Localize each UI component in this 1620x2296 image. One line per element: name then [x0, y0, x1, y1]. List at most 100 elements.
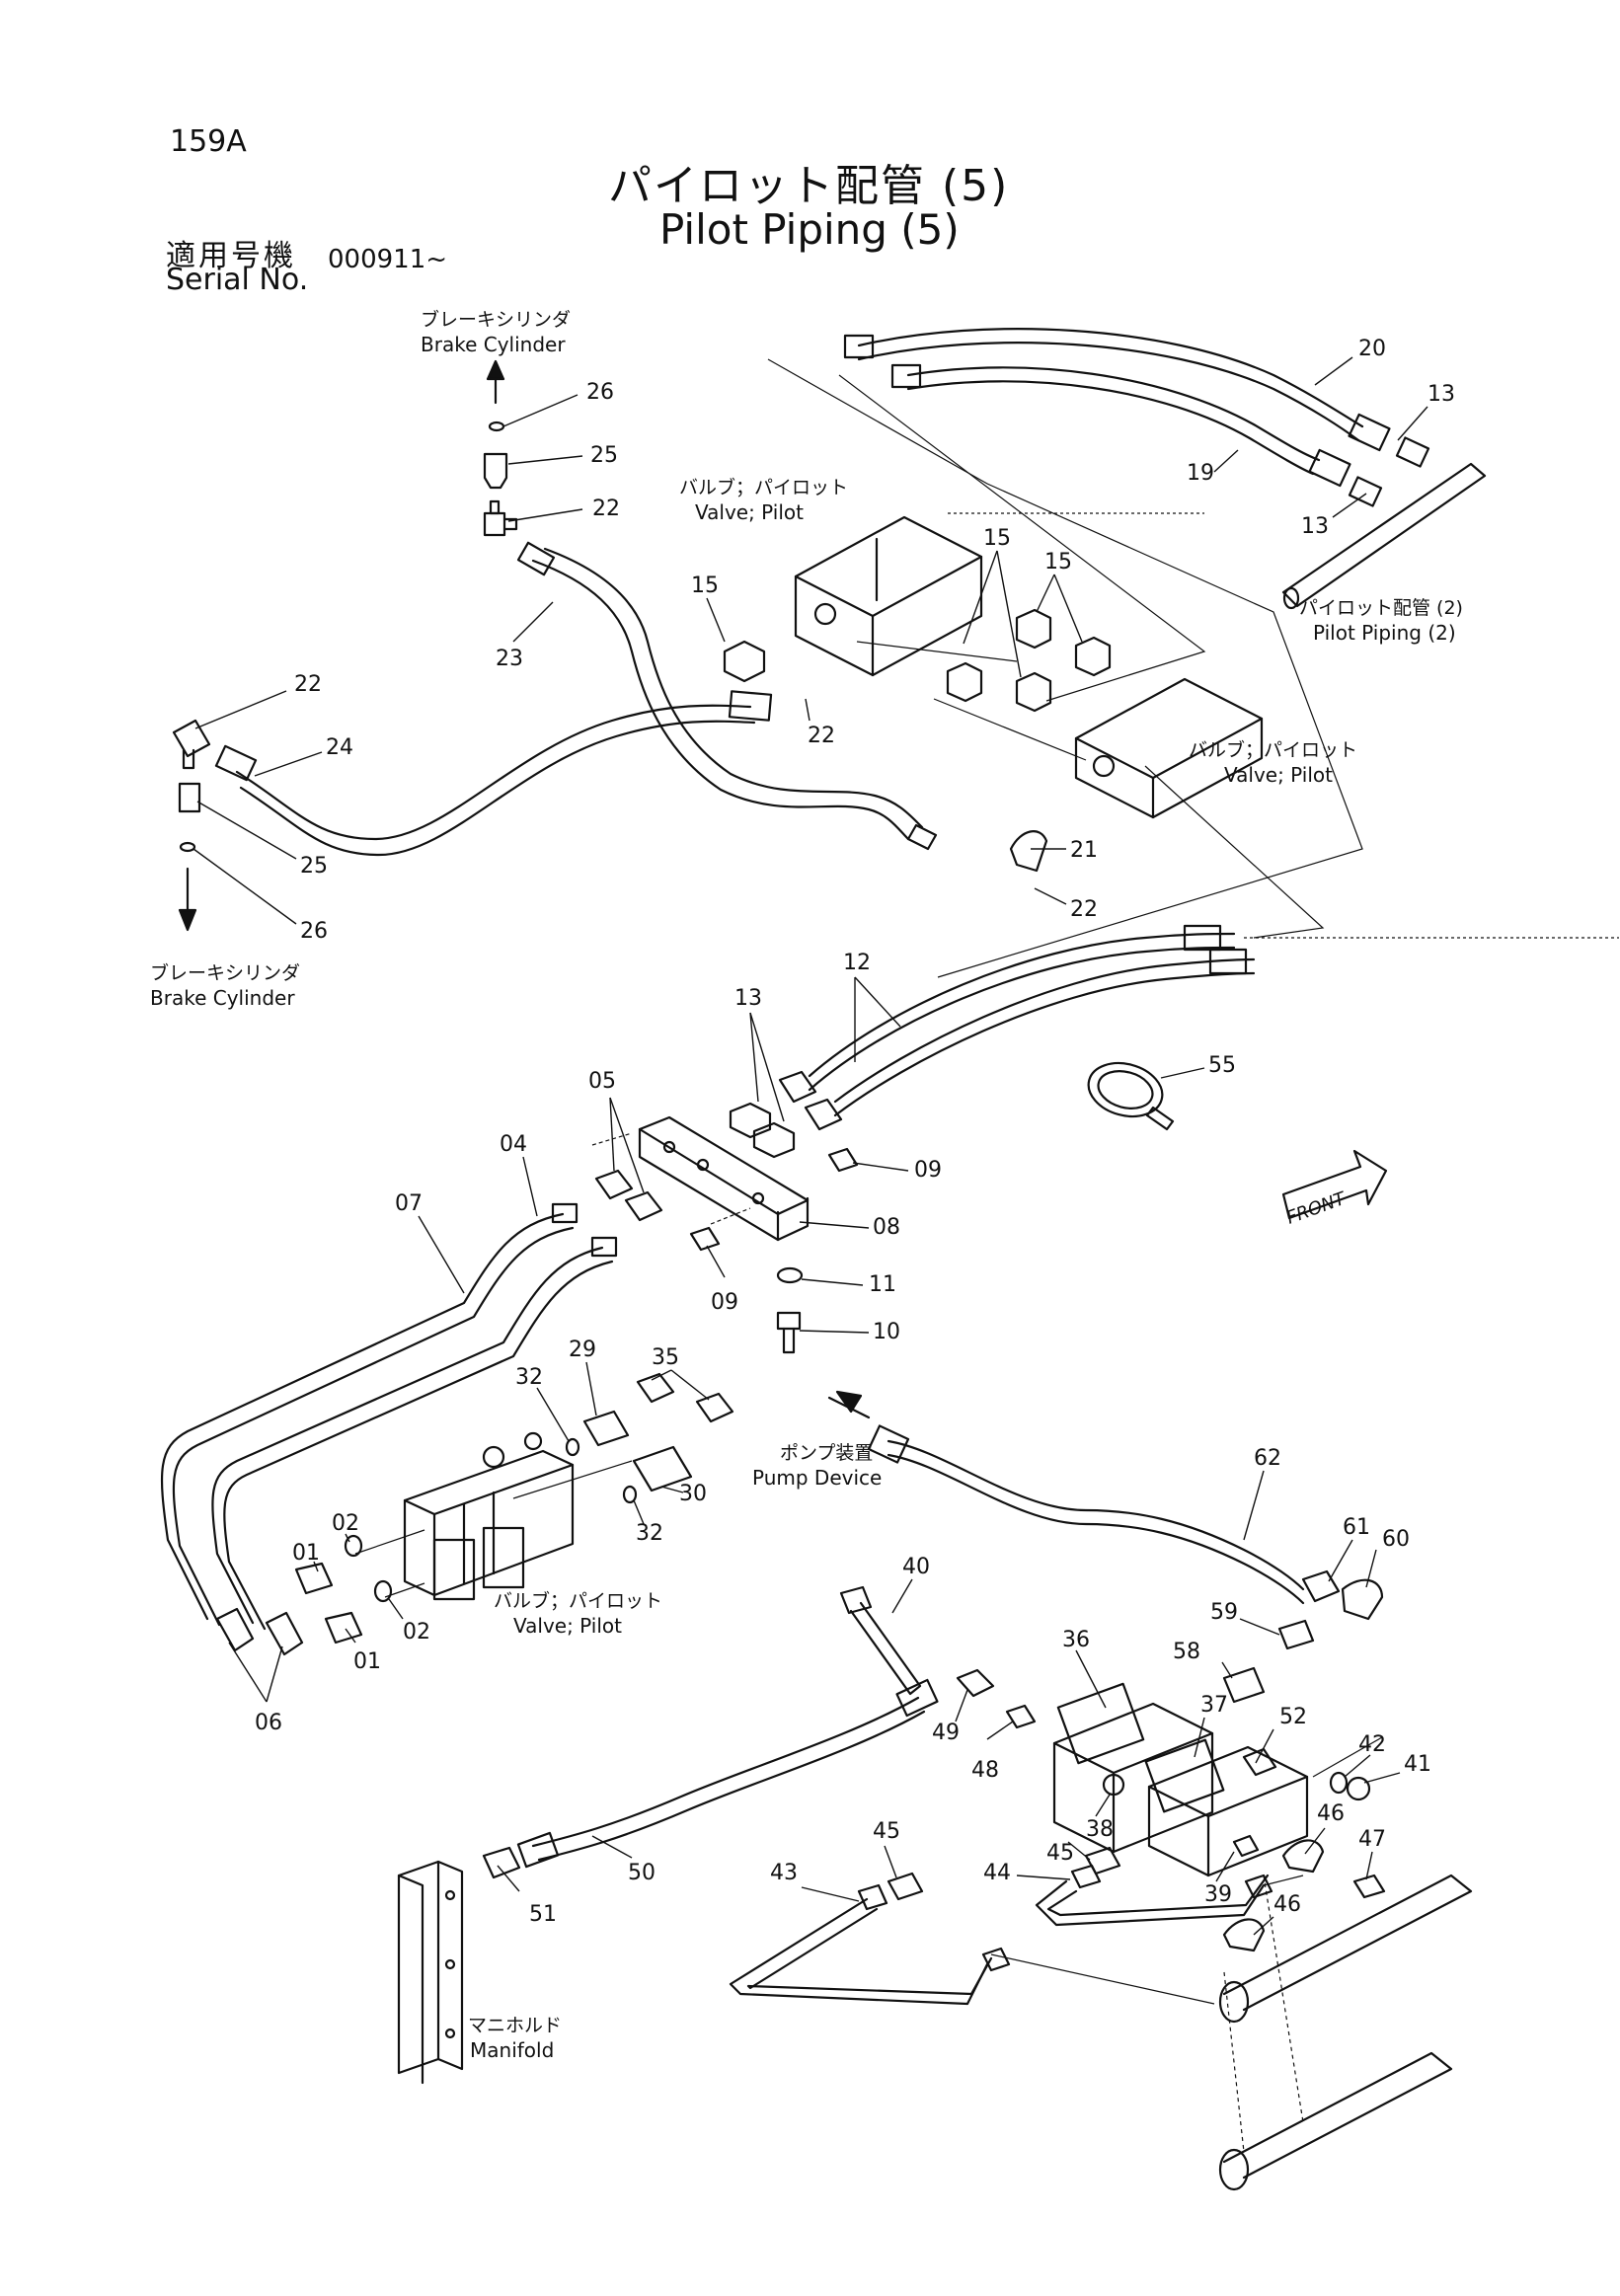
- part-num-61: 61: [1343, 1515, 1370, 1540]
- part-num-37: 37: [1200, 1693, 1228, 1718]
- part-num-22-right: 22: [1070, 897, 1098, 922]
- serial-label-japanese: 適用号機: [166, 239, 296, 273]
- fittings-45: [887, 1846, 1121, 1901]
- part-num-38: 38: [1086, 1817, 1114, 1842]
- part-num-21: 21: [1070, 838, 1098, 863]
- part-num-42: 42: [1358, 1732, 1386, 1757]
- label-manifold-jp: マニホルド: [468, 2015, 562, 2036]
- clamp-55: [1087, 1061, 1175, 1131]
- part-num-62: 62: [1254, 1446, 1281, 1471]
- label-valve-pilot-left-en: Valve; Pilot: [513, 1614, 622, 1638]
- part-num-19: 19: [1187, 461, 1214, 486]
- serial-value: 000911~: [328, 245, 448, 274]
- part-num-01-bottom: 01: [353, 1649, 381, 1674]
- part-num-51: 51: [529, 1902, 557, 1927]
- part-num-48: 48: [971, 1758, 999, 1783]
- block-08: [638, 1115, 810, 1242]
- fittings-61-60-59-58: [1222, 1569, 1384, 1704]
- hose-23: [516, 541, 938, 851]
- fittings-15: [723, 608, 1112, 713]
- part-num-60: 60: [1382, 1527, 1410, 1552]
- tube-44: [1035, 1864, 1273, 1927]
- elbows-06: [215, 1607, 304, 1656]
- solenoid-valve-block: [1052, 1682, 1309, 1877]
- fitting-group-top-left: [483, 421, 518, 537]
- part-num-12: 12: [843, 951, 871, 975]
- part-num-49: 49: [932, 1721, 960, 1745]
- part-num-59: 59: [1210, 1600, 1238, 1625]
- part-num-32-bottom: 32: [636, 1521, 663, 1546]
- bolt-40: [839, 1585, 922, 1696]
- hoses-20-19: [843, 328, 1430, 507]
- part-num-02-bottom: 02: [403, 1620, 430, 1645]
- part-leaders: [193, 356, 1428, 1936]
- part-num-15-center: 15: [983, 526, 1011, 551]
- part-number-labels: 26 25 22 23 22 24 25 26 15 22 15 15 20 1…: [255, 337, 1455, 1927]
- label-valve-pilot-lower-en: Valve; Pilot: [1224, 763, 1333, 787]
- return-pipes: [1218, 1874, 1473, 2191]
- part-num-09-left: 09: [711, 1290, 738, 1315]
- brake-arrow-up: [486, 359, 505, 405]
- part-num-13-top: 13: [1427, 382, 1455, 407]
- part-num-58: 58: [1173, 1640, 1200, 1664]
- part-num-45-left: 45: [873, 1819, 900, 1844]
- part-num-11: 11: [869, 1272, 896, 1297]
- part-num-22-top: 22: [592, 497, 620, 521]
- label-manifold-en: Manifold: [470, 2038, 554, 2062]
- pilot-piping-2-bar: [1281, 462, 1487, 610]
- pilot-valve-lower-left: [403, 1431, 575, 1601]
- pilot-valve-upper: [794, 515, 983, 677]
- part-num-25-left: 25: [300, 854, 328, 879]
- part-num-50: 50: [628, 1861, 656, 1885]
- label-brake-cylinder-top-en: Brake Cylinder: [421, 333, 566, 356]
- plugs-09: [689, 1147, 859, 1252]
- label-pump-device-en: Pump Device: [752, 1466, 882, 1490]
- fittings-05: [594, 1169, 663, 1222]
- part-num-13-middle: 13: [734, 986, 762, 1011]
- fittings-35-29-30: [565, 1372, 734, 1504]
- label-front: FRONT: [1284, 1187, 1350, 1228]
- label-pilot-piping2-en: Pilot Piping (2): [1313, 621, 1456, 645]
- part-num-44: 44: [983, 1861, 1011, 1885]
- part-num-55: 55: [1208, 1053, 1236, 1078]
- part-num-02-top: 02: [332, 1511, 359, 1536]
- label-valve-pilot-lower-jp: バルブ；パイロット: [1189, 738, 1357, 761]
- part-num-22-left: 22: [294, 672, 322, 697]
- label-brake-cylinder-bottom-en: Brake Cylinder: [150, 986, 295, 1010]
- part-num-24: 24: [326, 735, 353, 760]
- hose-62: [827, 1390, 1305, 1605]
- part-num-05: 05: [588, 1069, 616, 1094]
- part-num-35: 35: [652, 1345, 679, 1370]
- part-num-15-left: 15: [691, 574, 719, 598]
- front-arrow: [1281, 1149, 1388, 1220]
- fittings-01-02: [294, 1534, 393, 1645]
- serial-label-english: Serial No.: [166, 263, 309, 297]
- label-valve-pilot-upper-jp: バルブ；パイロット: [679, 476, 848, 498]
- part-num-10: 10: [873, 1320, 900, 1344]
- part-num-52: 52: [1279, 1705, 1307, 1729]
- label-brake-cylinder-top-jp: ブレーキシリンダ: [421, 308, 571, 331]
- part-num-39: 39: [1204, 1882, 1232, 1907]
- part-num-46-top: 46: [1317, 1801, 1345, 1826]
- part-num-08: 08: [873, 1215, 900, 1240]
- label-pilot-piping2-jp: パイロット配管 (2): [1299, 597, 1463, 619]
- page-number: 159A: [170, 124, 247, 159]
- part-num-20: 20: [1358, 337, 1386, 361]
- part-num-23: 23: [496, 647, 523, 671]
- part-num-36: 36: [1062, 1628, 1090, 1652]
- label-valve-pilot-upper-en: Valve; Pilot: [695, 500, 804, 524]
- part-num-01-top: 01: [292, 1541, 320, 1566]
- part-num-26-top: 26: [586, 380, 614, 405]
- part-num-15-right: 15: [1044, 550, 1072, 574]
- manifold: [397, 1860, 464, 2085]
- label-valve-pilot-left-jp: バルブ；パイロット: [494, 1589, 662, 1612]
- part-num-43: 43: [770, 1861, 798, 1885]
- part-num-40: 40: [902, 1555, 930, 1579]
- title-japanese: パイロット配管 (5): [608, 161, 1010, 211]
- part-num-09-right: 09: [914, 1158, 942, 1183]
- elbow-21: [1009, 830, 1048, 873]
- part-num-41: 41: [1404, 1752, 1431, 1777]
- tube-43: [729, 1883, 1011, 2006]
- fittings-13-middle: [729, 1070, 843, 1159]
